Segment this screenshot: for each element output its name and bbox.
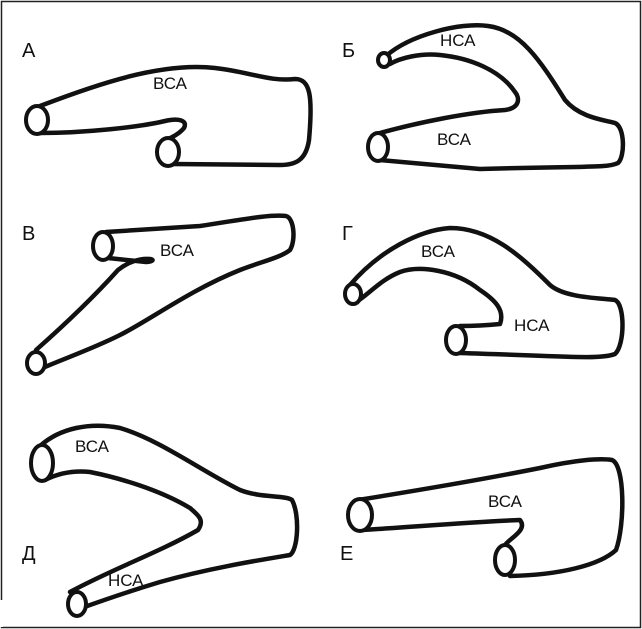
panel-g-label-1: ВСА [421,242,456,261]
panel-letter-e: Е [340,543,353,565]
panel-d-label-1: ВСА [75,437,110,456]
panel-d-lumen-bottom [68,592,86,616]
panel-v: В ВСА [22,216,293,374]
panel-a: А ВСА [22,40,311,166]
panel-g-lumen-left [345,284,361,304]
panel-letter-d: Д [22,543,36,565]
panel-letter-g: Г [342,223,353,245]
panel-d-lumen-top [31,445,53,481]
panel-v-label-1: ВСА [160,241,195,260]
panel-letter-a: А [22,40,36,62]
panel-v-lumen-bottom [27,352,45,374]
panel-e-label-1: ВСА [488,492,523,511]
panel-e-lumen-left [348,499,372,531]
panel-b: Б НСА ВСА [342,25,623,169]
panel-d: Д ВСА НСА [22,426,297,616]
panel-d-label-2: НСА [108,571,144,590]
panel-b-lumen-main [368,133,388,161]
panel-v-vessel-outline [36,216,293,370]
panel-b-label-1: НСА [440,31,476,50]
panel-g-vessel-outline [350,228,623,357]
panel-letter-v: В [22,223,35,245]
panel-g-label-2: НСА [514,316,550,335]
panel-a-lumen-left [26,106,48,134]
panel-e-lumen-bottom [495,545,515,575]
panel-g-lumen-bottom [446,326,466,354]
panel-letter-b: Б [342,40,355,62]
panel-a-label-1: ВСА [153,74,188,93]
panel-b-lumen-top [378,53,390,67]
panel-a-lumen-bottom [157,138,179,166]
panel-e: Е ВСА [340,459,622,576]
panel-v-lumen-top [93,232,113,260]
panel-b-label-2: ВСА [437,130,472,149]
panel-g: Г ВСА НСА [342,223,623,357]
panel-b-vessel-outline [380,25,623,169]
panel-e-vessel-outline [358,459,622,576]
